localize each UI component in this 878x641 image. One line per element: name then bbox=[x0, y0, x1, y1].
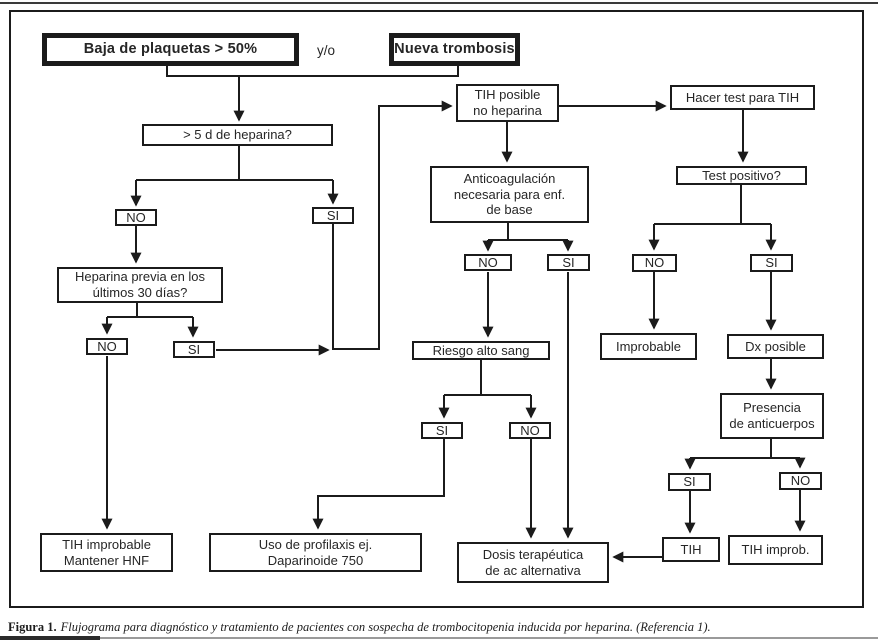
node-si-test: SI bbox=[750, 254, 793, 272]
bottom-rule bbox=[0, 637, 878, 639]
node-uso-profilaxis: Uso de profilaxis ej. Daparinoide 750 bbox=[209, 533, 422, 572]
node-si-anticuerpos: SI bbox=[668, 473, 711, 491]
node-dx-posible: Dx posible bbox=[727, 334, 824, 359]
node-tih-improbable-hnf: TIH improbable Mantener HNF bbox=[40, 533, 173, 572]
node-si-heparina-previa: SI bbox=[173, 341, 215, 358]
node-tih-posible: TIH posible no heparina bbox=[456, 84, 559, 122]
node-heparina-previa: Heparina previa en los últimos 30 días? bbox=[57, 267, 223, 303]
figure-caption-text: Flujograma para diagnóstico y tratamient… bbox=[60, 620, 711, 634]
figure-caption-label: Figura 1. bbox=[8, 620, 57, 634]
node-no-5d: NO bbox=[115, 209, 157, 226]
node-no-heparina-previa: NO bbox=[86, 338, 128, 355]
node-riesgo-alto: Riesgo alto sang bbox=[412, 341, 550, 360]
node-tih: TIH bbox=[662, 537, 720, 562]
node-presencia-anticuerpos: Presencia de anticuerpos bbox=[720, 393, 824, 439]
node-5d-heparina: > 5 d de heparina? bbox=[142, 124, 333, 146]
bottom-rule-left-segment bbox=[0, 636, 100, 640]
node-si-riesgo: SI bbox=[421, 422, 463, 439]
top-rule bbox=[0, 2, 878, 4]
node-baja-plaquetas: Baja de plaquetas > 50% bbox=[42, 33, 299, 66]
node-no-anticoag: NO bbox=[464, 254, 512, 271]
node-test-positivo: Test positivo? bbox=[676, 166, 807, 185]
node-no-riesgo: NO bbox=[509, 422, 551, 439]
node-tih-improb: TIH improb. bbox=[728, 535, 823, 565]
node-no-test: NO bbox=[632, 254, 677, 272]
node-anticoagulacion: Anticoagulación necesaria para enf. de b… bbox=[430, 166, 589, 223]
node-dosis-terapeutica: Dosis terapéutica de ac alternativa bbox=[457, 542, 609, 583]
node-nueva-trombosis: Nueva trombosis bbox=[389, 33, 520, 66]
node-si-5d: SI bbox=[312, 207, 354, 224]
node-si-anticoag: SI bbox=[547, 254, 590, 271]
figure-caption: Figura 1.Flujograma para diagnóstico y t… bbox=[8, 620, 870, 635]
node-hacer-test: Hacer test para TIH bbox=[670, 85, 815, 110]
node-no-anticuerpos: NO bbox=[779, 472, 822, 490]
node-improbable: Improbable bbox=[600, 333, 697, 360]
and-or-label: y/o bbox=[317, 43, 336, 58]
